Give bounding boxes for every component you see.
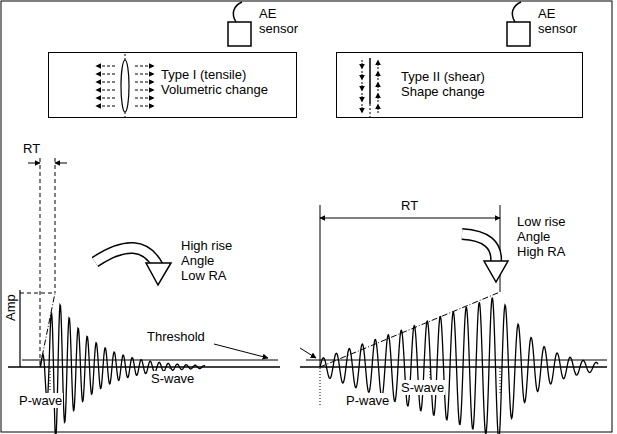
- sensor-label: AE sensor: [537, 6, 589, 36]
- rise-angle-arrow: [462, 234, 508, 282]
- shear-arrows: [362, 60, 378, 113]
- axis-label: Amp: [3, 293, 18, 322]
- right-waveform-axes: [300, 205, 607, 405]
- waveforms: [40, 298, 598, 434]
- node-text: Type I (tensile) Volumetric change: [161, 67, 286, 97]
- specimen-box: Type I (tensile) Volumetric change: [48, 52, 297, 118]
- annotation: Low rise Angle High RA: [516, 214, 574, 259]
- ae-sensor: [228, 2, 251, 46]
- wave-label: P-wave: [345, 393, 390, 408]
- ae-waveform: [40, 305, 205, 434]
- wave-label: P-wave: [18, 393, 63, 408]
- tensile-crack: [121, 54, 129, 117]
- ae-sensor: [507, 2, 530, 46]
- rise-time-label: RT: [400, 198, 419, 213]
- specimen-box: Type II (shear) Shape change: [336, 52, 583, 118]
- sensor-label: AE sensor: [258, 6, 310, 36]
- annotation: High rise Angle Low RA: [180, 238, 238, 283]
- ae-waveform: [320, 298, 598, 434]
- wave-label: S-wave: [150, 371, 195, 386]
- node-text: Type II (shear) Shape change: [401, 69, 511, 99]
- tensile-arrows: [96, 66, 154, 106]
- rise-time-label: RT: [22, 141, 41, 156]
- threshold-label: Threshold: [146, 329, 206, 344]
- shear-crack: [370, 58, 371, 117]
- wave-label: S-wave: [400, 380, 445, 395]
- rise-angle-arrow: [95, 248, 171, 285]
